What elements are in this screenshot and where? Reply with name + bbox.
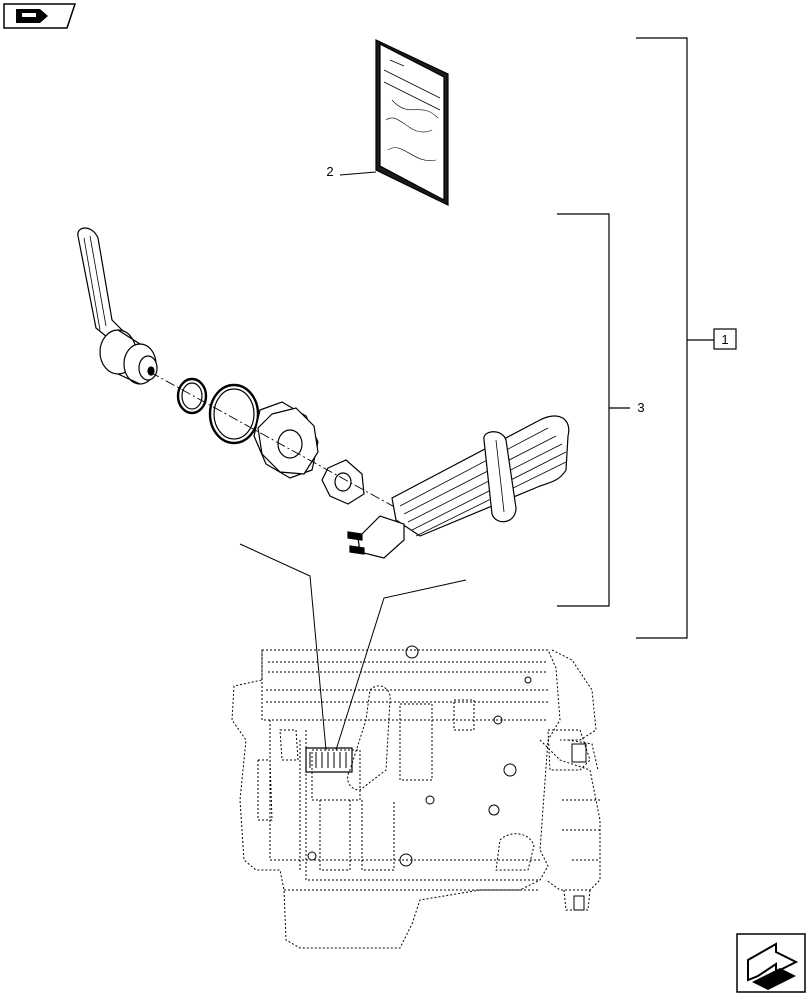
callout-item-1[interactable]: 1 [713, 328, 737, 350]
manual-booklet [375, 39, 449, 206]
leader-lines-to-engine [239, 543, 467, 751]
book-arrow-icon[interactable] [3, 3, 77, 29]
engine-outline [231, 649, 601, 949]
engine-details [305, 645, 587, 911]
svg-text:1: 1 [721, 332, 728, 347]
leader-item-2 [339, 171, 377, 176]
heater-assembly [77, 227, 570, 559]
callout-item-2[interactable]: 2 [326, 164, 333, 179]
next-page-arrow-icon[interactable] [736, 933, 806, 993]
callout-item-3[interactable]: 3 [637, 400, 644, 415]
bracket-item-1 [636, 37, 714, 639]
bracket-item-3 [557, 213, 630, 607]
